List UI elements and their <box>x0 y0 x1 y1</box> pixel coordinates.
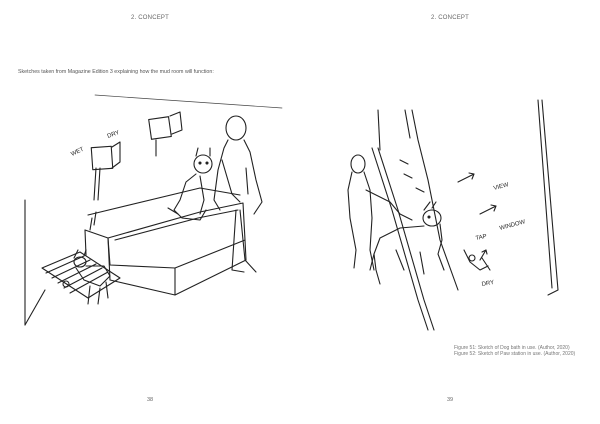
paw-station-sketch: VIEW WINDOW TAP DRY <box>347 99 559 331</box>
dog-bath-sketch: DRY WET <box>24 94 283 326</box>
wet-label: WET <box>70 147 85 158</box>
dry-label: DRY <box>107 130 121 140</box>
caption-line-1: Figure 51: Sketch of Dog bath in use. (A… <box>454 345 570 351</box>
figure-caption: Figure 51: Sketch of Dog bath in use. (A… <box>454 345 594 357</box>
left-page: 2. CONCEPT Sketches taken from Magazine … <box>18 15 283 403</box>
left-page-header: 2. CONCEPT <box>130 15 169 21</box>
right-page-number: 39 <box>446 397 454 403</box>
tap-label: TAP <box>475 234 487 242</box>
right-page: 2. CONCEPT VIEW WINDOW <box>300 0 600 424</box>
caption-line-2: Figure 52: Sketch of Paw station in use.… <box>454 351 576 357</box>
dry-label-right: DRY <box>481 280 494 288</box>
left-page-intro-text: Sketches taken from Magazine Edition 3 e… <box>18 69 214 75</box>
view-label: VIEW <box>493 182 510 192</box>
left-page-number: 38 <box>146 397 154 403</box>
window-label: WINDOW <box>499 219 526 232</box>
right-page-header: 2. CONCEPT <box>430 15 469 21</box>
